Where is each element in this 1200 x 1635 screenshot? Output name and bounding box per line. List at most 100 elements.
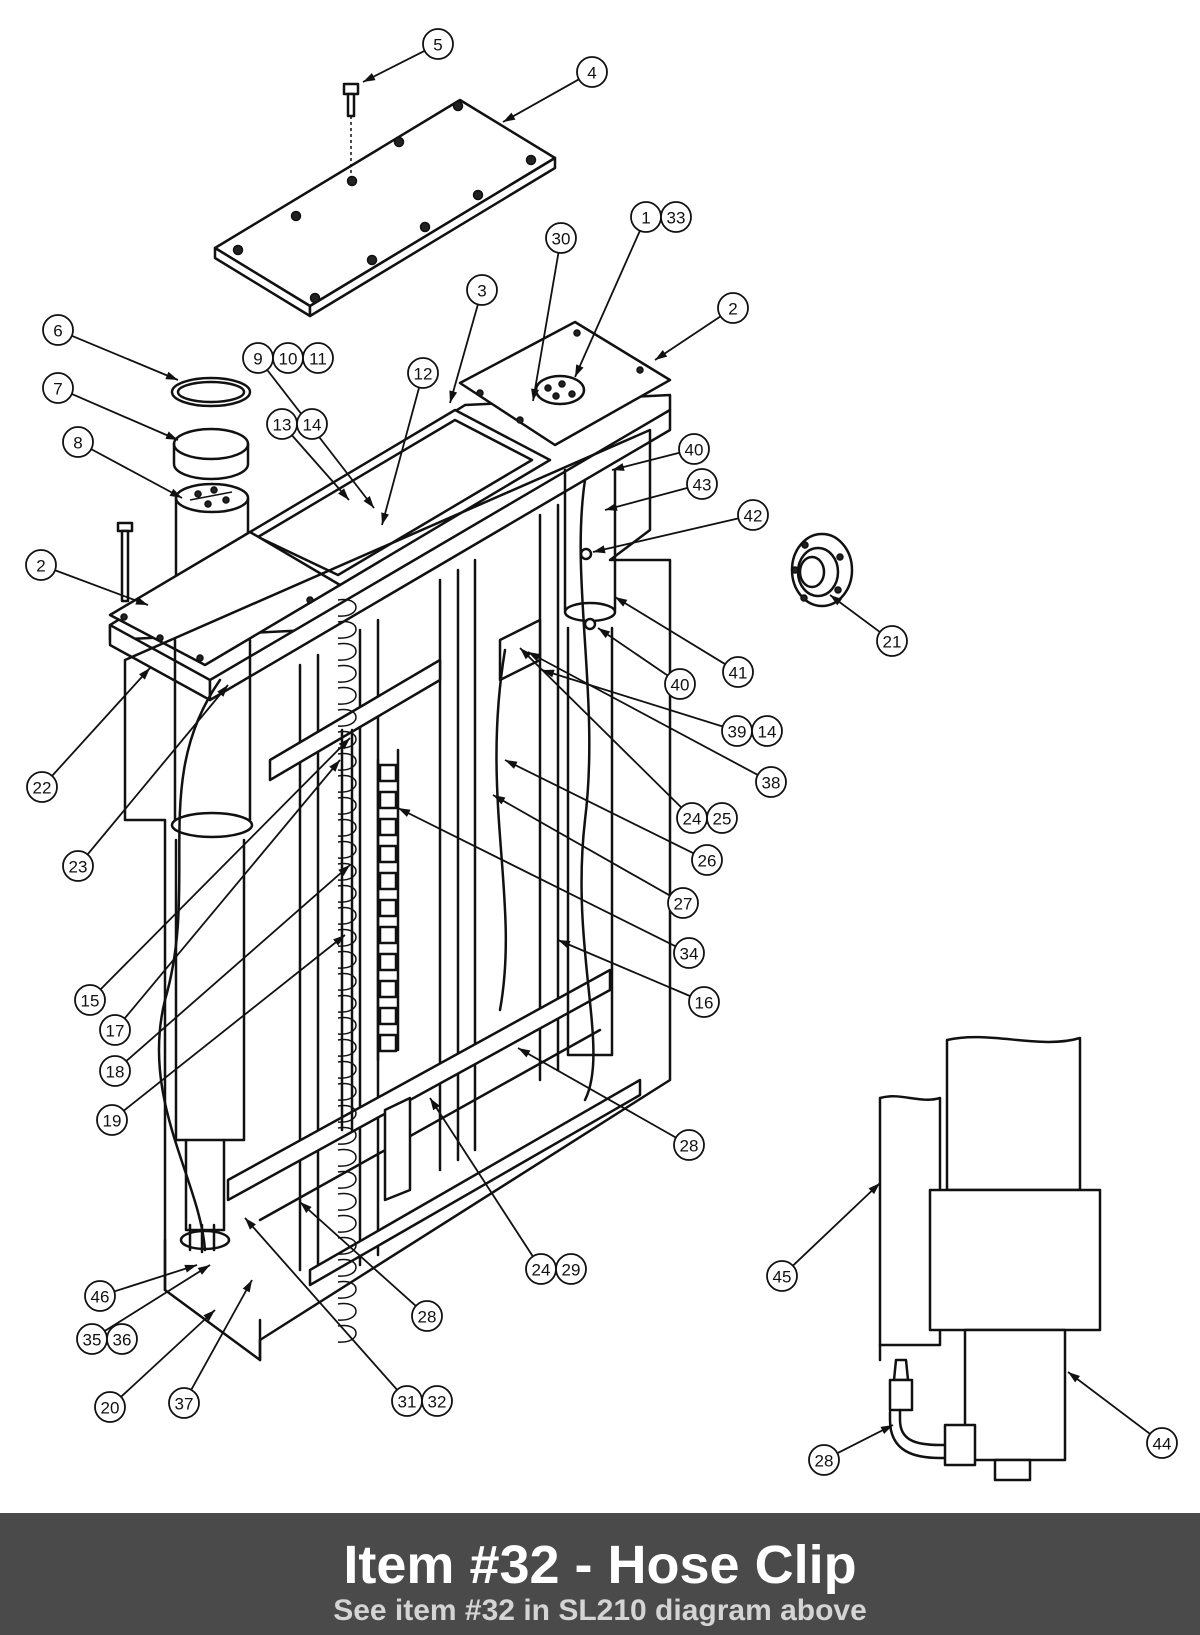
top-cover-plate xyxy=(213,98,557,318)
callout-label: 43 xyxy=(693,476,712,495)
callout-badge xyxy=(717,292,749,324)
callout-badge xyxy=(876,625,908,657)
callout-badge xyxy=(96,1104,128,1136)
callout-badge xyxy=(421,1385,453,1417)
callout-c19: 19 xyxy=(96,934,346,1136)
leader-line xyxy=(99,737,351,990)
callout-badge xyxy=(168,1387,200,1419)
callout-label: 40 xyxy=(671,676,690,695)
callout-badge xyxy=(422,28,454,60)
callout-badge xyxy=(706,802,738,834)
leader-arrowhead xyxy=(493,795,506,805)
leader-line xyxy=(381,387,420,526)
callout-badge xyxy=(25,549,57,581)
hydraulic-hose xyxy=(495,648,508,1012)
callout-badge xyxy=(62,850,94,882)
callout-label: 4 xyxy=(587,64,596,83)
callout-label: 2 xyxy=(36,557,45,576)
callout-c27: 27 xyxy=(492,794,699,919)
callout-c21: 21 xyxy=(829,594,908,657)
leader-arrowhead xyxy=(138,668,150,680)
callout-c2-top: 2 xyxy=(654,292,749,361)
callout-c37: 37 xyxy=(168,1279,253,1419)
caption-title: Item #32 - Hose Clip xyxy=(343,1535,857,1595)
callout-c43: 43 xyxy=(604,468,718,511)
callout-badge xyxy=(411,1300,443,1332)
callout-c31-32: 31 32 xyxy=(244,1217,453,1417)
callout-c34: 34 xyxy=(397,807,705,969)
callout-label: 9 xyxy=(253,350,262,369)
callout-label: 35 xyxy=(83,1331,102,1350)
callout-label: 13 xyxy=(273,416,292,435)
leader-line xyxy=(114,1264,198,1293)
callout-label: 45 xyxy=(773,1268,792,1287)
right-cylinder xyxy=(563,468,617,1102)
callout-badge xyxy=(660,201,692,233)
leader-arrowhead xyxy=(165,371,178,380)
callout-badge xyxy=(664,668,696,700)
leader-line xyxy=(90,448,183,499)
leader-line xyxy=(397,807,676,948)
callout-c45: 45 xyxy=(766,1182,881,1292)
callout-label: 30 xyxy=(552,230,571,249)
flange xyxy=(790,532,854,608)
callout-c3: 3 xyxy=(449,274,498,404)
callout-label: 8 xyxy=(73,434,82,453)
callout-label: 28 xyxy=(815,1452,834,1471)
callout-badge xyxy=(26,771,58,803)
callout-badge xyxy=(1146,1427,1178,1459)
callout-label: 39 xyxy=(728,723,747,742)
callout-badge xyxy=(691,844,723,876)
callout-label: 33 xyxy=(667,209,686,228)
callout-c38: 38 xyxy=(527,651,787,798)
callout-badge xyxy=(673,1129,705,1161)
callout-label: 32 xyxy=(428,1393,447,1412)
callout-label: 46 xyxy=(91,1288,110,1307)
leader-line xyxy=(1067,1371,1151,1435)
leader-arrowhead xyxy=(300,1202,312,1213)
callout-label: 38 xyxy=(762,774,781,793)
callout-label: 37 xyxy=(175,1395,194,1414)
callout-c22: 22 xyxy=(26,667,151,803)
leader-line xyxy=(51,667,151,777)
leader-line xyxy=(71,393,179,441)
callout-badge xyxy=(99,1055,131,1087)
leader-arrowhead xyxy=(505,760,518,769)
callout-label: 21 xyxy=(883,633,902,652)
leader-line xyxy=(604,487,688,511)
callout-badge xyxy=(755,766,787,798)
callout-c28a: 28 xyxy=(517,1047,705,1161)
leader-line xyxy=(123,934,346,1112)
leader-line xyxy=(614,596,726,665)
callout-label: 23 xyxy=(69,858,88,877)
callout-badge xyxy=(74,984,106,1016)
callout-c4: 4 xyxy=(502,56,608,123)
callout-c26: 26 xyxy=(504,759,723,876)
leader-line xyxy=(429,1097,534,1257)
leader-line xyxy=(527,651,759,776)
leader-arrowhead xyxy=(880,1425,893,1434)
callout-c17: 17 xyxy=(99,759,341,1046)
callout-label: 28 xyxy=(680,1137,699,1156)
callout-label: 27 xyxy=(674,895,693,914)
callout-badge xyxy=(555,1253,587,1285)
callout-c42: 42 xyxy=(592,499,769,554)
callout-c30: 30 xyxy=(531,222,577,402)
leader-line xyxy=(71,334,179,381)
callout-c2-left: 2 xyxy=(25,549,149,606)
leader-arrowhead xyxy=(363,73,376,82)
callout-badge xyxy=(106,1323,138,1355)
callout-label: 31 xyxy=(398,1393,417,1412)
leader-arrowhead xyxy=(612,463,625,471)
callout-c12: 12 xyxy=(381,357,439,526)
callout-label: 25 xyxy=(713,810,732,829)
leader-arrowhead xyxy=(338,488,349,500)
callout-label: 20 xyxy=(101,1399,120,1418)
leader-arrowhead xyxy=(868,1183,880,1195)
leader-arrowhead xyxy=(333,935,345,946)
leader-line xyxy=(597,627,669,677)
